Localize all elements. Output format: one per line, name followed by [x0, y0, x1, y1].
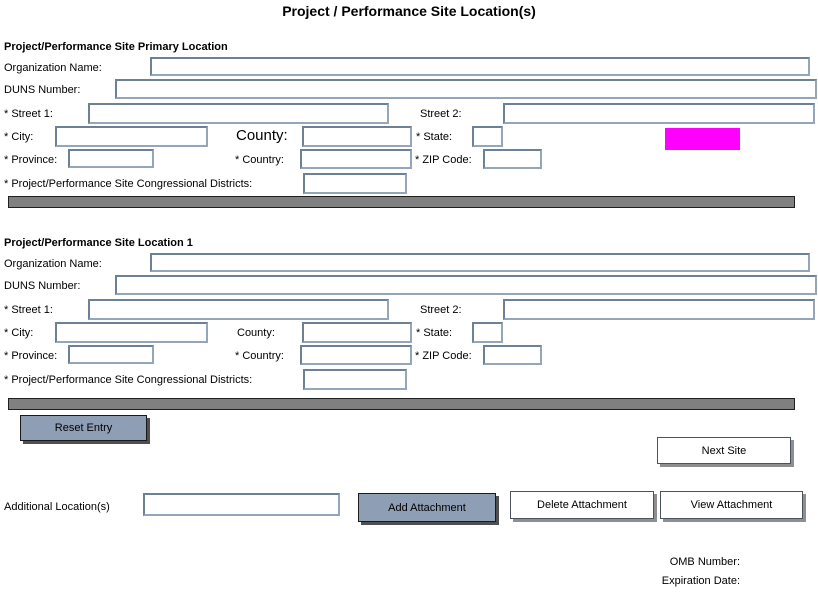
next-site-button[interactable]: Next Site [657, 437, 791, 464]
state-label: * State: [416, 131, 453, 143]
view-attachment-button[interactable]: View Attachment [660, 491, 803, 519]
duns-number-input[interactable] [115, 275, 817, 295]
street1-input[interactable] [88, 103, 389, 124]
zip-code-label: * ZIP Code: [415, 350, 472, 362]
street2-input[interactable] [503, 103, 815, 124]
country-input[interactable] [300, 345, 412, 365]
street1-input[interactable] [88, 299, 389, 320]
section-location-1: Project/Performance Site Location 1 Orga… [0, 237, 818, 413]
section-primary-location-header: Project/Performance Site Primary Locatio… [4, 41, 228, 53]
zip-code-input[interactable] [483, 345, 542, 365]
county-label: County: [236, 127, 288, 144]
country-label: * Country: [235, 350, 284, 362]
province-label: * Province: [4, 350, 58, 362]
county-label: County: [237, 327, 275, 339]
street1-label: * Street 1: [4, 108, 53, 120]
section-location-1-header: Project/Performance Site Location 1 [4, 237, 193, 249]
add-attachment-button[interactable]: Add Attachment [358, 493, 496, 522]
zip-code-input[interactable] [483, 149, 542, 169]
city-input[interactable] [55, 126, 208, 147]
congressional-districts-label: * Project/Performance Site Congressional… [4, 178, 253, 190]
organization-name-label: Organization Name: [4, 62, 102, 74]
section-primary-location: Project/Performance Site Primary Locatio… [0, 41, 818, 211]
province-input[interactable] [68, 149, 154, 168]
section-divider-bar [8, 398, 795, 410]
duns-number-label: DUNS Number: [4, 84, 81, 96]
expiration-date-label: Expiration Date: [661, 575, 740, 587]
country-label: * Country: [235, 154, 284, 166]
delete-attachment-button[interactable]: Delete Attachment [510, 491, 654, 519]
state-label: * State: [416, 327, 453, 339]
organization-name-input[interactable] [150, 253, 810, 272]
state-input[interactable] [472, 126, 503, 147]
country-input[interactable] [300, 149, 412, 169]
county-input[interactable] [302, 322, 412, 343]
additional-locations-label: Additional Location(s) [4, 501, 110, 513]
street2-input[interactable] [503, 299, 815, 320]
congressional-districts-input[interactable] [303, 369, 407, 390]
city-input[interactable] [55, 322, 208, 343]
street2-label: Street 2: [420, 108, 462, 120]
province-label: * Province: [4, 154, 58, 166]
street1-label: * Street 1: [4, 304, 53, 316]
street2-label: Street 2: [420, 304, 462, 316]
county-input[interactable] [302, 126, 412, 147]
section-divider-bar [8, 196, 795, 208]
duns-number-input[interactable] [115, 79, 817, 99]
omb-footer: OMB Number: Expiration Date: [662, 553, 740, 591]
congressional-districts-label: * Project/Performance Site Congressional… [4, 374, 253, 386]
magenta-highlight-block [665, 128, 740, 150]
city-label: * City: [4, 131, 34, 143]
organization-name-label: Organization Name: [4, 258, 102, 270]
duns-number-label: DUNS Number: [4, 280, 81, 292]
province-input[interactable] [68, 345, 154, 364]
zip-code-label: * ZIP Code: [415, 154, 472, 166]
additional-locations-input[interactable] [143, 493, 340, 516]
reset-entry-button[interactable]: Reset Entry [20, 415, 147, 441]
page-title: Project / Performance Site Location(s) [282, 3, 536, 19]
state-input[interactable] [472, 322, 503, 343]
city-label: * City: [4, 327, 34, 339]
organization-name-input[interactable] [150, 57, 810, 76]
congressional-districts-input[interactable] [303, 173, 407, 194]
omb-number-label: OMB Number: [669, 556, 740, 568]
